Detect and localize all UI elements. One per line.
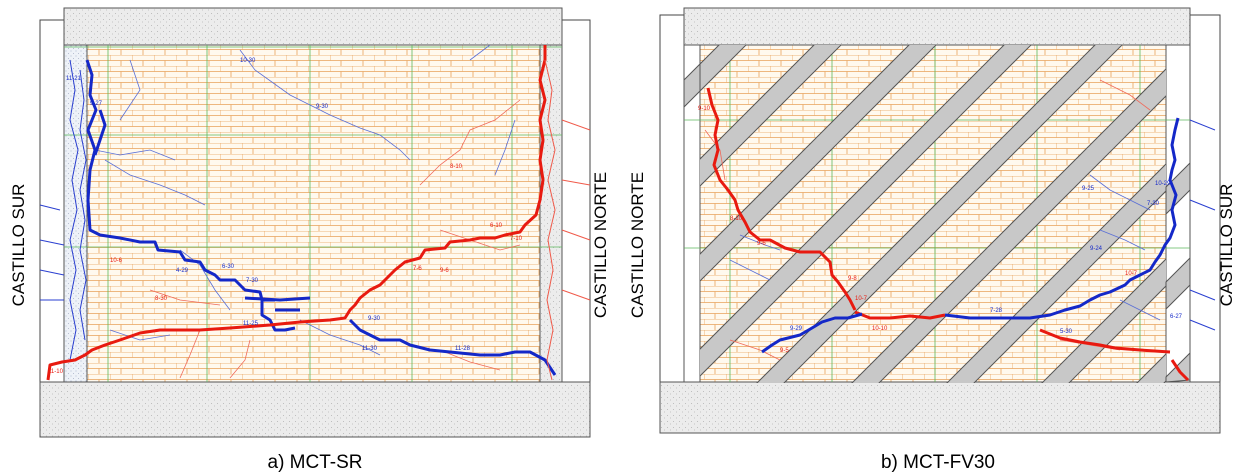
crack-tag: 6-30	[222, 264, 235, 270]
crack-tag: 11-21	[66, 76, 82, 82]
panel-b-thin-blue-cracks	[729, 174, 1161, 321]
crack-tag: 9-6	[440, 268, 449, 274]
crack-tag: 9-27	[90, 101, 103, 107]
crack-tag: 10-6	[110, 258, 123, 264]
crack-tag: 9-5	[780, 348, 789, 354]
crack-tag: 7-30	[246, 278, 259, 284]
crack-tag: 4-29	[176, 268, 189, 274]
panel-a-column-blue-cracks	[39, 59, 87, 361]
panel-a-right-label: CASTILLO NORTE	[591, 172, 610, 318]
panel-b-main-red-crack	[706, 87, 1190, 382]
panel-a-main-red-crack	[46, 45, 547, 381]
crack-tag: 10-7	[855, 296, 868, 302]
crack-tag: 10-10	[872, 326, 888, 332]
panel-b-base-beam	[659, 381, 1221, 434]
panel-a-thin-blue-cracks	[94, 45, 516, 356]
crack-tag: 11-10	[48, 369, 64, 375]
panel-a-top-beam	[63, 7, 563, 46]
crack-tag: 7-30	[1147, 201, 1160, 207]
crack-tag: 11-28	[455, 346, 471, 352]
crack-tag: 10-7	[1125, 271, 1138, 277]
crack-tag: 10-29	[1155, 181, 1171, 187]
crack-tag: 9-30	[316, 104, 329, 110]
crack-tag: 6-10	[490, 223, 503, 229]
crack-tag: 7-28	[990, 308, 1003, 314]
panel-a-column-red-cracks	[544, 59, 591, 381]
crack-tag: 11-30	[362, 346, 378, 352]
crack-tag: 9-24	[1090, 246, 1103, 252]
crack-tag: 7-10	[510, 236, 523, 242]
crack-tag: 9-30	[368, 316, 381, 322]
panel-a-base-beam	[39, 381, 591, 438]
panel-b-top-beam	[683, 7, 1191, 46]
crack-tag: 7-6	[413, 266, 422, 272]
panel-b-left-label: CASTILLO NORTE	[628, 172, 647, 318]
panel-a-caption: a) MCT-SR	[268, 452, 363, 473]
panel-a-grid	[64, 45, 562, 382]
crack-tag: 8-10	[730, 216, 743, 222]
crack-tag: 9-10	[698, 106, 711, 112]
panel-b-column-blue-cracks	[1189, 119, 1216, 331]
crack-tag: 9-6	[757, 241, 766, 247]
panel-b-main-blue-crack	[761, 117, 1180, 354]
panel-b-right-column	[1165, 44, 1191, 383]
crack-tag: 11-25	[243, 321, 259, 327]
panel-b-caption: b) MCT-FV30	[881, 452, 995, 473]
panel-a-left-label: CASTILLO SUR	[9, 184, 28, 307]
crack-tag: 8-10	[450, 164, 463, 170]
crack-tag: 6-27	[1170, 314, 1183, 320]
crack-tag: 8-30	[155, 296, 168, 302]
crack-tag: 5-30	[1060, 329, 1073, 335]
crack-tag: 9-8	[848, 276, 857, 282]
panel-b: 8-10 9-10 9-6 9-8 10-7 9-5 10-10 10-7 9-…	[628, 7, 1236, 473]
panel-a-masonry-wall	[86, 44, 541, 383]
panel-b-right-label: CASTILLO SUR	[1217, 184, 1236, 307]
crack-tag: 10-30	[240, 58, 256, 64]
panel-a-crack-tags: 6-10 7-6 9-6 8-10 7-10 8-30 10-6 11-10 1…	[48, 58, 523, 375]
panel-a: 6-10 7-6 9-6 8-10 7-10 8-30 10-6 11-10 1…	[9, 7, 610, 473]
crack-tag: 9-25	[1082, 186, 1095, 192]
panel-b-crack-tags: 8-10 9-10 9-6 9-8 10-7 9-5 10-10 10-7 9-…	[698, 106, 1183, 354]
panel-a-thin-red-cracks	[149, 99, 521, 379]
crack-tag: 9-29	[790, 326, 803, 332]
